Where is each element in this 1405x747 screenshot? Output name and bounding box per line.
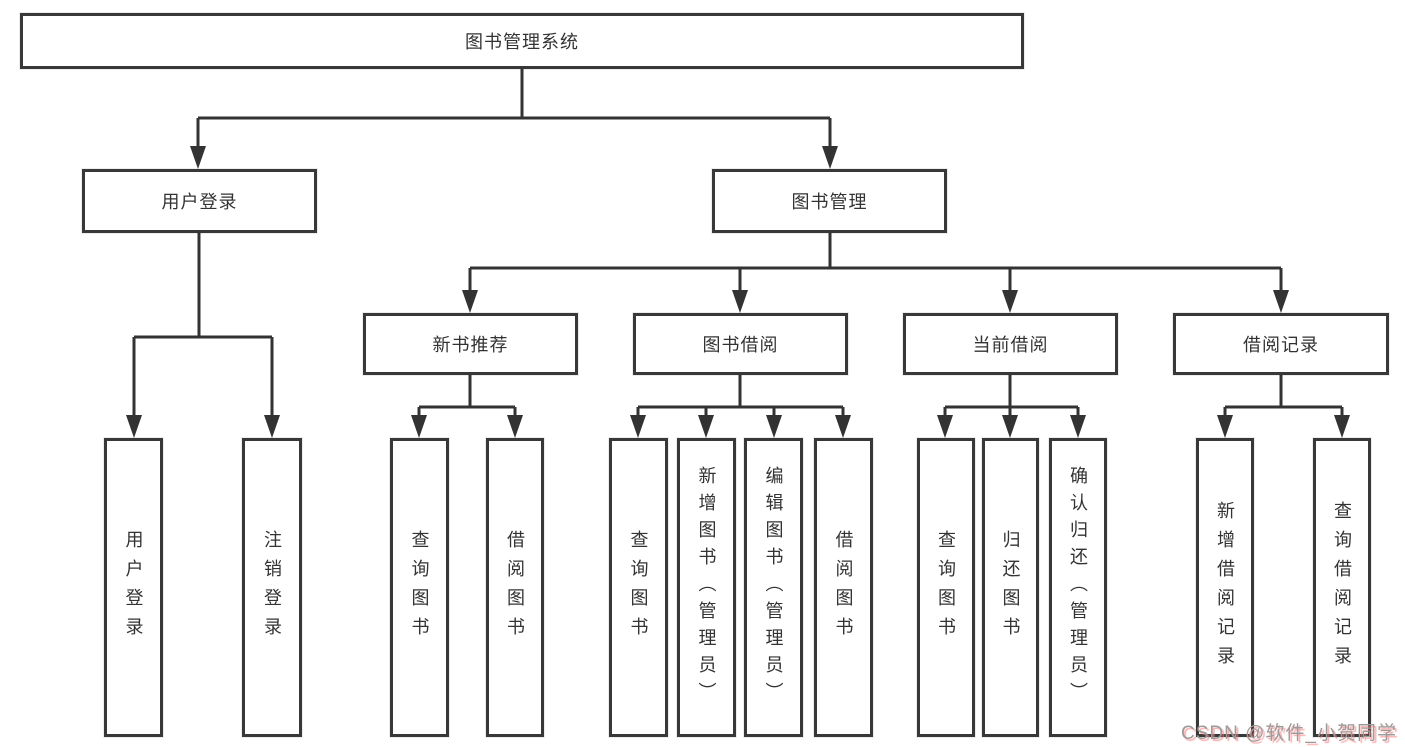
arrow-down-icon: [1002, 290, 1018, 313]
arrow-down-icon: [822, 146, 838, 169]
node-new-book-recommend-label: 新书推荐: [432, 335, 509, 355]
leaf-borrow-query-book-label: 查询图书: [628, 529, 649, 646]
leaf-current-confirm-return-admin: 确认归还（管理员）: [1049, 438, 1107, 737]
node-book-borrow-label: 图书借阅: [702, 335, 779, 355]
leaf-newbooks-query-book: 查询图书: [390, 438, 449, 737]
leaf-borrow-edit-book-admin: 编辑图书（管理员）: [744, 438, 803, 737]
node-current-borrow: 当前借阅: [903, 313, 1118, 375]
node-borrow-records: 借阅记录: [1173, 313, 1389, 375]
leaf-current-return-book-label: 归还图书: [1000, 529, 1021, 646]
leaf-newbooks-borrow-book-label: 借阅图书: [505, 529, 525, 646]
node-borrow-records-label: 借阅记录: [1243, 335, 1319, 355]
arrow-down-icon: [507, 415, 523, 438]
arrow-down-icon: [698, 415, 714, 438]
node-root-label: 图书管理系统: [465, 32, 579, 52]
leaf-current-query-book-label: 查询图书: [936, 529, 956, 646]
leaf-logout: 注销登录: [242, 438, 302, 737]
arrow-down-icon: [1273, 290, 1289, 313]
leaf-borrow-query-book: 查询图书: [609, 438, 668, 737]
arrow-down-icon: [630, 415, 646, 438]
arrow-down-icon: [1002, 415, 1018, 438]
arrow-down-icon: [126, 415, 142, 438]
leaf-borrow-add-book-admin: 新增图书（管理员）: [677, 438, 736, 737]
leaf-records-query-record-label: 查询借阅记录: [1332, 500, 1352, 675]
arrow-down-icon: [937, 415, 953, 438]
leaf-borrow-borrow-book-label: 借阅图书: [833, 529, 854, 646]
arrow-down-icon: [264, 415, 280, 438]
leaf-borrow-add-book-admin-label: 新增图书（管理员）: [696, 466, 717, 709]
leaf-records-add-record: 新增借阅记录: [1196, 438, 1254, 737]
arrow-down-icon: [766, 415, 782, 438]
leaf-logout-label: 注销登录: [262, 529, 282, 646]
arrow-down-icon: [1334, 415, 1350, 438]
leaf-records-add-record-label: 新增借阅记录: [1215, 500, 1235, 675]
leaf-current-confirm-return-admin-label: 确认归还（管理员）: [1068, 466, 1088, 709]
arrow-down-icon: [411, 415, 427, 438]
node-current-borrow-label: 当前借阅: [972, 335, 1049, 355]
arrow-down-icon: [462, 290, 478, 313]
csdn-watermark: CSDN @软件_小贺同学: [1181, 723, 1397, 744]
leaf-current-return-book: 归还图书: [982, 438, 1039, 737]
node-book-management: 图书管理: [712, 169, 947, 233]
arrowhead-icons: [126, 146, 1350, 438]
leaf-newbooks-query-book-label: 查询图书: [409, 529, 430, 646]
arrow-down-icon: [190, 146, 206, 169]
leaf-newbooks-borrow-book: 借阅图书: [486, 438, 544, 737]
leaf-user-login-label: 用户登录: [123, 529, 144, 646]
node-book-management-label: 图书管理: [791, 192, 868, 212]
node-root: 图书管理系统: [20, 13, 1024, 69]
arrow-down-icon: [732, 290, 748, 313]
arrow-down-icon: [1217, 415, 1233, 438]
arrow-down-icon: [835, 415, 851, 438]
leaf-borrow-edit-book-admin-label: 编辑图书（管理员）: [763, 466, 784, 709]
leaf-records-query-record: 查询借阅记录: [1313, 438, 1371, 737]
node-user-login: 用户登录: [82, 169, 317, 233]
node-new-book-recommend: 新书推荐: [363, 313, 578, 375]
leaf-user-login: 用户登录: [104, 438, 163, 737]
leaf-borrow-borrow-book: 借阅图书: [814, 438, 873, 737]
arrow-down-icon: [1070, 415, 1086, 438]
connector-lines: [132, 67, 1344, 419]
leaf-current-query-book: 查询图书: [917, 438, 975, 737]
node-user-login-label: 用户登录: [161, 192, 238, 212]
node-book-borrow: 图书借阅: [633, 313, 848, 375]
